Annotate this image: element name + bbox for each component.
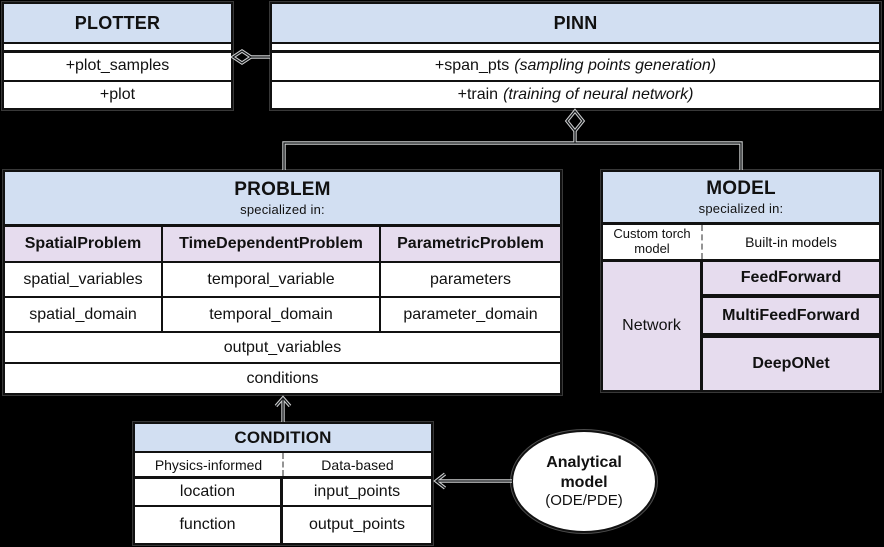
plotter-empty-compartment xyxy=(4,44,231,53)
analytical-condition-link xyxy=(433,472,512,490)
pinn-empty-compartment xyxy=(272,44,879,53)
pinn-branch-link xyxy=(282,141,743,170)
attr-output-variables: output_variables xyxy=(5,333,560,364)
pinn-method-span-pts-name: +span_pts xyxy=(434,57,510,75)
problem-domains-row: spatial_domain temporal_domain parameter… xyxy=(5,298,560,333)
attr-location: location xyxy=(135,479,283,505)
subclass-time-dependent-problem: TimeDependentProblem xyxy=(163,227,381,261)
subclass-network: Network xyxy=(603,262,703,390)
condition-title: CONDITION xyxy=(135,424,431,453)
pinn-method-train-note: (training of neural network) xyxy=(503,85,694,103)
plotter-method-plot: +plot xyxy=(99,85,136,103)
model-title: MODEL xyxy=(706,178,776,199)
attr-temporal-variable: temporal_variable xyxy=(163,263,381,296)
problem-condition-link xyxy=(274,395,292,422)
analytical-model-line3: (ODE/PDE) xyxy=(545,491,623,509)
aggregation-diamond-icon xyxy=(229,48,255,66)
pinn-method-train: +train (training of neural network) xyxy=(272,82,879,109)
condition-physics-informed-label: Physics-informed xyxy=(135,453,284,476)
model-category-row: Custom torch model Built-in models xyxy=(603,225,879,262)
attr-function: function xyxy=(135,507,283,543)
subclass-spatial-problem: SpatialProblem xyxy=(5,227,163,261)
condition-category-row: Physics-informed Data-based xyxy=(135,453,431,479)
attr-spatial-domain: spatial_domain xyxy=(5,298,163,331)
plotter-pinn-aggregation-link xyxy=(229,48,270,66)
subclass-multifeedforward: MultiFeedForward xyxy=(703,298,879,338)
problem-class-box: PROBLEM specialized in: SpatialProblem T… xyxy=(3,170,562,395)
attr-parameter-domain: parameter_domain xyxy=(403,305,538,323)
analytical-model-ellipse: Analytical model (ODE/PDE) xyxy=(511,430,657,533)
problem-subclass-header-row: SpatialProblem TimeDependentProblem Para… xyxy=(5,227,560,263)
pinn-composition-link xyxy=(564,108,586,143)
analytical-model-line2: model xyxy=(560,473,608,491)
problem-variables-row: spatial_variables temporal_variable para… xyxy=(5,263,560,298)
problem-subtitle: specialized in: xyxy=(240,202,325,217)
attr-parameters: parameters xyxy=(430,270,511,288)
problem-header: PROBLEM specialized in: xyxy=(5,172,560,227)
plotter-method-plot-samples: +plot_samples xyxy=(4,53,231,82)
model-built-in-label: Built-in models xyxy=(745,234,837,250)
model-header: MODEL specialized in: xyxy=(603,172,879,225)
model-custom-torch-label: Custom torch model xyxy=(603,225,703,259)
open-arrowhead-left-icon xyxy=(433,472,447,490)
analytical-model-line1: Analytical xyxy=(546,454,622,472)
condition-class-box: CONDITION Physics-informed Data-based lo… xyxy=(133,422,433,545)
pinn-class-box: PINN +span_pts (sampling points generati… xyxy=(270,2,881,110)
open-arrowhead-up-icon xyxy=(274,395,292,408)
condition-data-based-label: Data-based xyxy=(321,456,394,473)
model-builtin-column: FeedForward MultiFeedForward DeepONet xyxy=(703,262,879,390)
attr-spatial-variables: spatial_variables xyxy=(5,263,163,296)
condition-row-2: function output_points xyxy=(135,507,431,543)
subclass-deeponet: DeepONet xyxy=(703,338,879,390)
composition-diamond-icon xyxy=(564,108,586,134)
plotter-title: PLOTTER xyxy=(4,4,231,44)
model-class-box: MODEL specialized in: Custom torch model… xyxy=(601,170,881,392)
attr-conditions: conditions xyxy=(246,369,319,387)
model-subclass-area: Network FeedForward MultiFeedForward Dee… xyxy=(603,262,879,390)
pinn-method-span-pts-note: (sampling points generation) xyxy=(514,57,717,75)
attr-output-points: output_points xyxy=(308,516,406,533)
attr-input-points: input_points xyxy=(313,483,401,500)
plotter-class-box: PLOTTER +plot_samples +plot xyxy=(2,2,233,110)
pinn-title: PINN xyxy=(272,4,879,44)
pinn-method-span-pts: +span_pts (sampling points generation) xyxy=(272,53,879,82)
subclass-parametric-problem: ParametricProblem xyxy=(381,227,560,261)
attr-temporal-domain: temporal_domain xyxy=(163,298,381,331)
subclass-feedforward: FeedForward xyxy=(703,262,879,298)
pinn-method-train-name: +train xyxy=(457,85,499,103)
condition-row-1: location input_points xyxy=(135,479,431,507)
model-subtitle: specialized in: xyxy=(698,201,784,216)
problem-title: PROBLEM xyxy=(234,179,331,200)
